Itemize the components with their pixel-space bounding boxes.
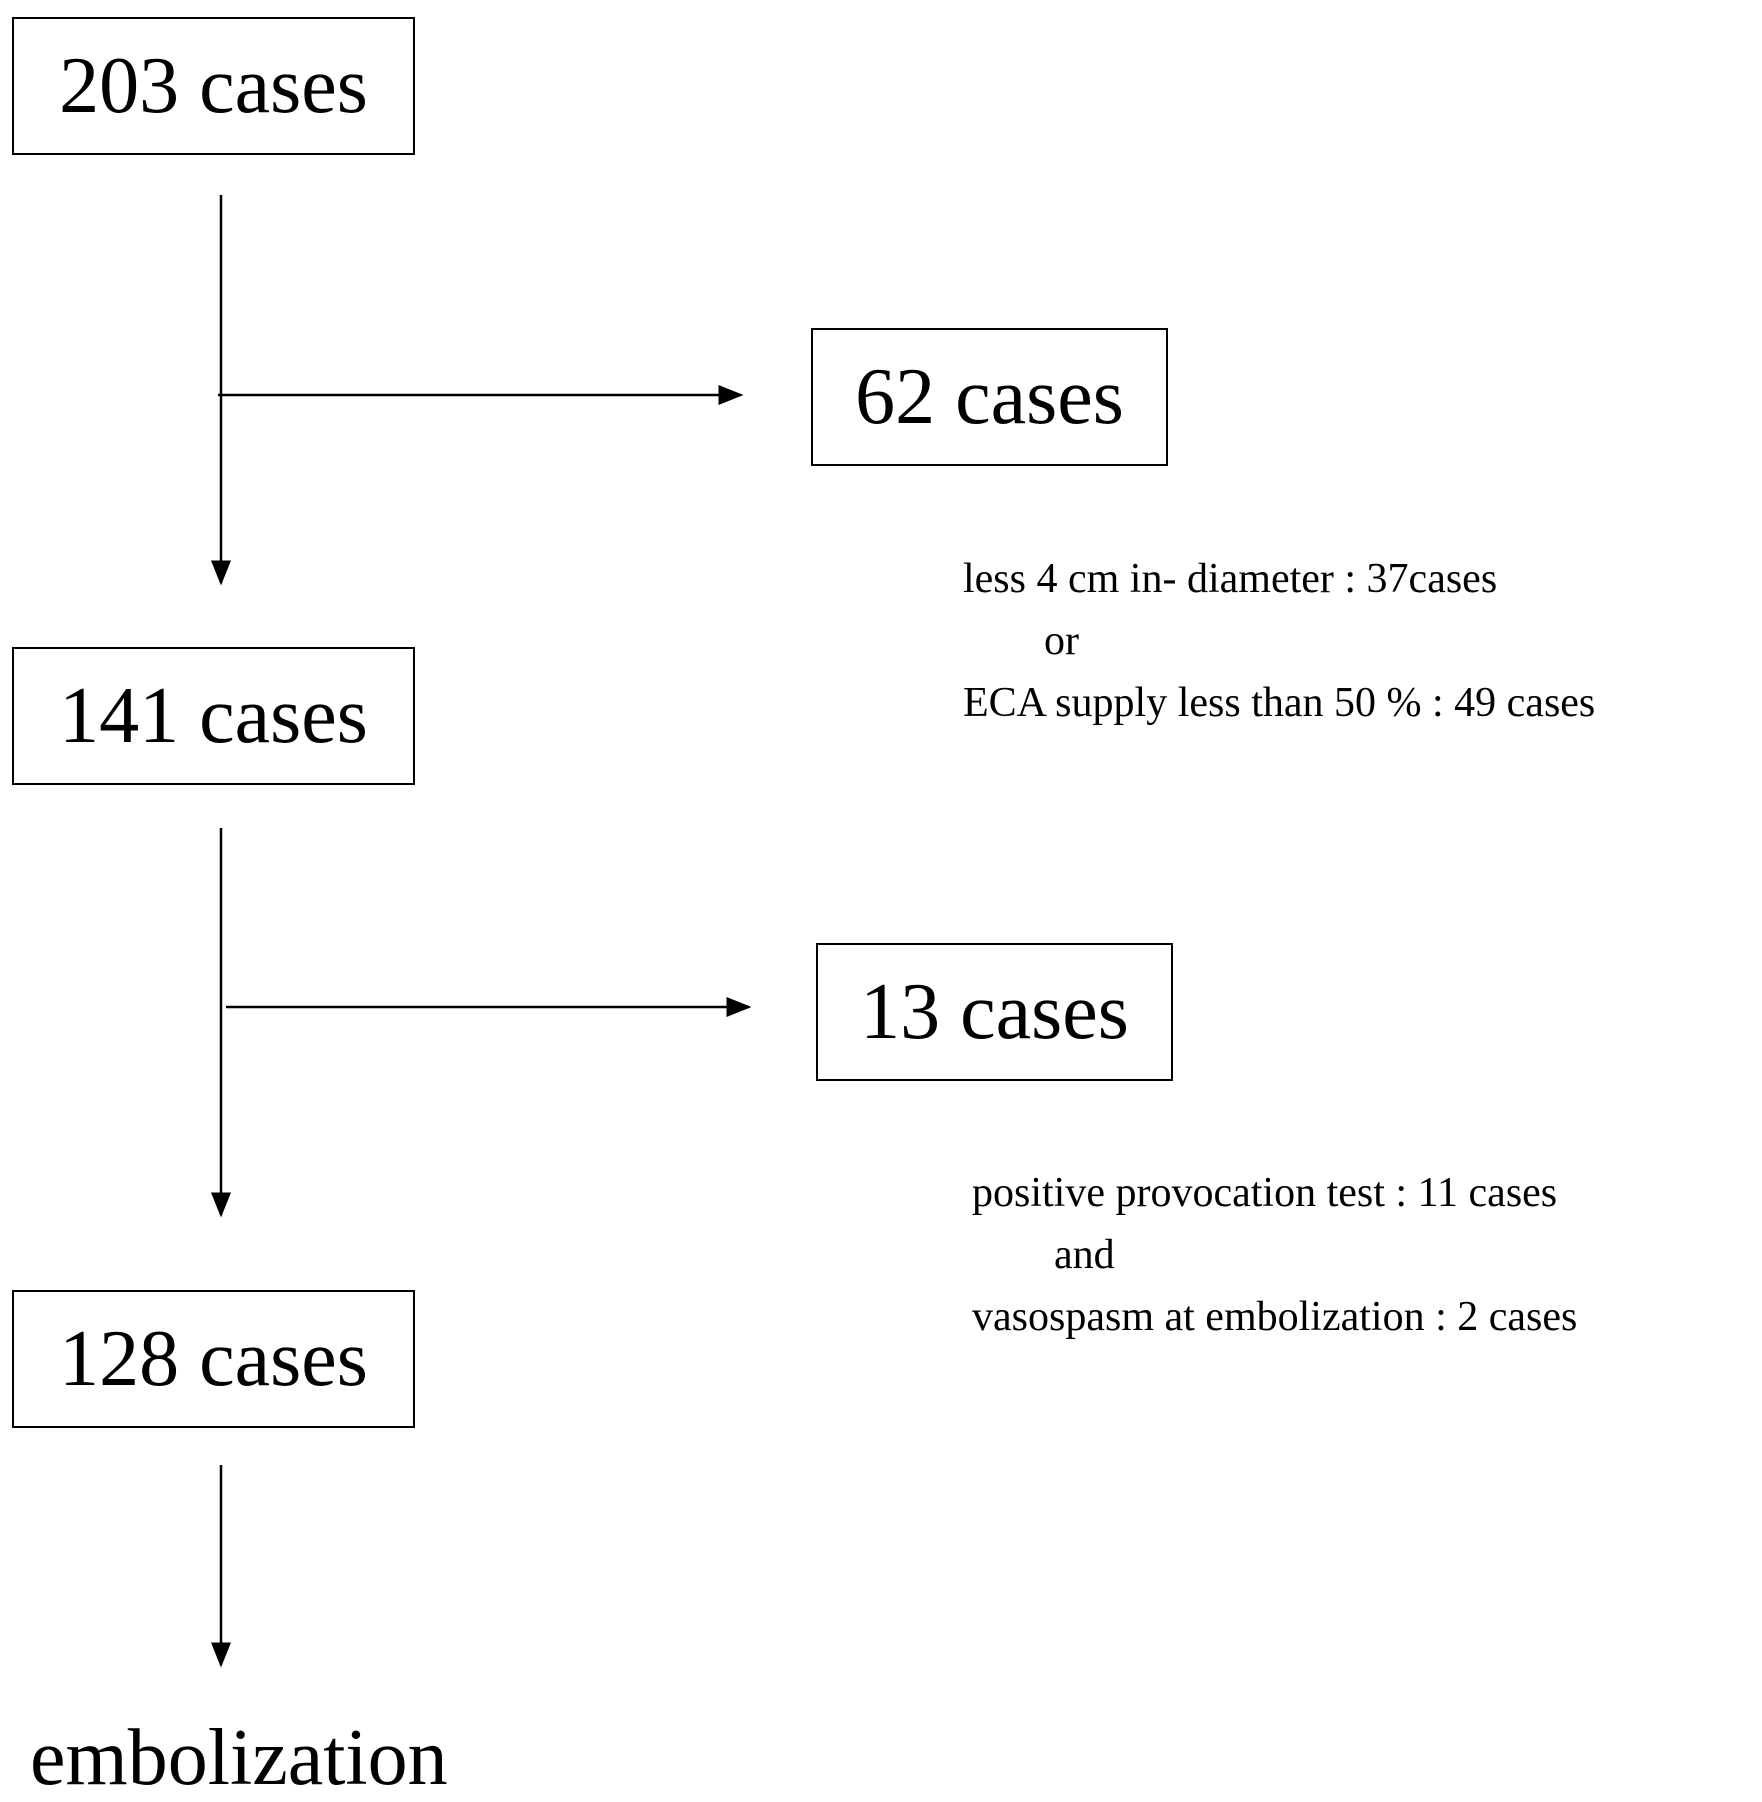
exclusion-2-connector: and	[1054, 1232, 1115, 1278]
box-13-cases: 13 cases	[816, 943, 1173, 1081]
box-label: 141 cases	[59, 672, 368, 760]
exclusion-1-criterion-diameter: less 4 cm in- diameter : 37cases	[963, 556, 1498, 602]
exclusion-2-criterion-provocation: positive provocation test : 11 cases	[972, 1170, 1558, 1216]
embolization-label: embolization	[30, 1714, 448, 1802]
exclusion-2-criterion-vasospasm: vasospasm at embolization : 2 cases	[972, 1294, 1578, 1340]
box-label: 13 cases	[860, 968, 1129, 1056]
box-62-cases: 62 cases	[811, 328, 1168, 466]
box-label: 128 cases	[59, 1315, 368, 1403]
box-label: 62 cases	[855, 353, 1124, 441]
exclusion-1-criterion-eca-supply: ECA supply less than 50 % : 49 cases	[963, 680, 1596, 726]
exclusion-1-connector: or	[1044, 618, 1079, 664]
box-141-cases: 141 cases	[12, 647, 415, 785]
box-128-cases: 128 cases	[12, 1290, 415, 1428]
box-203-cases: 203 cases	[12, 17, 415, 155]
box-label: 203 cases	[59, 42, 368, 130]
